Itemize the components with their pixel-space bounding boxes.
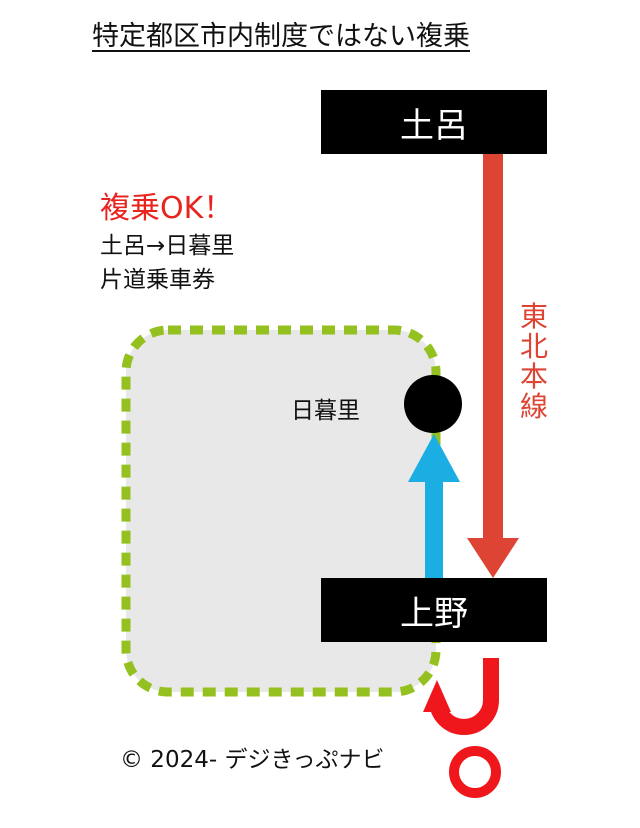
- line-name-label: 東 北 本 線: [517, 302, 551, 422]
- note-route: 土呂→日暮里: [100, 233, 235, 259]
- station-box-ueno: 上野: [321, 578, 547, 642]
- line-name-char: 東: [519, 300, 548, 333]
- station-label-nippori: 日暮里: [291, 398, 360, 424]
- return-arrow: [423, 658, 499, 735]
- station-label-toro: 土呂: [400, 105, 468, 146]
- line-name-char: 北: [519, 330, 548, 363]
- note-ticket: 片道乗車券: [100, 267, 215, 293]
- station-box-toro: 土呂: [321, 90, 547, 154]
- nippori-station-dot: [404, 375, 462, 433]
- ueno-to-nippori-arrow: [408, 434, 460, 578]
- ok-circle-mark: [449, 746, 501, 798]
- page-title: 特定都区市内制度ではない複乗: [92, 21, 470, 52]
- station-label-ueno: 上野: [400, 593, 468, 634]
- tohoku-line-arrow: [467, 154, 519, 578]
- line-name-char: 線: [519, 390, 548, 423]
- note-headline: 複乗OK！: [100, 191, 234, 226]
- line-name-char: 本: [519, 360, 548, 393]
- copyright-text: © 2024- デジきっぷナビ: [120, 747, 385, 773]
